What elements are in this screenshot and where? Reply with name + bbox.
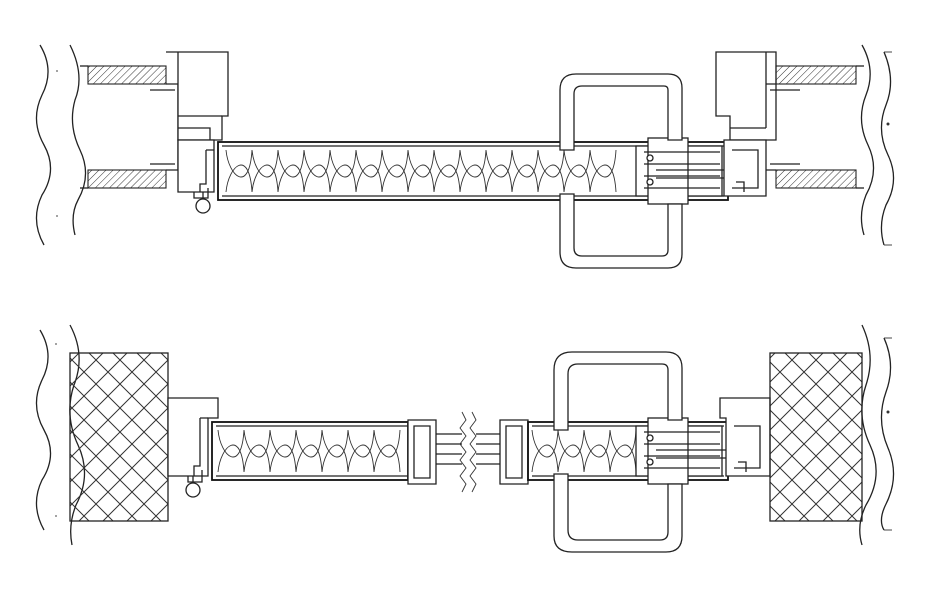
lower-lock-case [635, 417, 731, 485]
lower-right-door-frame [719, 397, 771, 477]
lower-lever-handles [553, 351, 683, 553]
insulation-wave [225, 149, 617, 178]
upper-lock-case [635, 137, 731, 205]
insulation-wave [531, 429, 637, 458]
upper-section-view [35, 44, 895, 269]
lower-right-break-lines [859, 324, 895, 546]
left-door-frame [166, 51, 229, 214]
lower-insulation-fill-left [217, 429, 401, 473]
lower-door-leaf-left [211, 419, 462, 485]
left-masonry-wall [69, 352, 169, 522]
lower-insulation-fill-right [531, 429, 637, 473]
right-wall-break-lines [860, 44, 895, 246]
insulation-wave [225, 164, 617, 193]
lower-left-door-frame [167, 397, 219, 498]
insulation-wave [531, 444, 637, 473]
left-hollow-wall [80, 65, 179, 189]
insulation-wave [217, 444, 401, 473]
lower-leaf-break-marks [459, 411, 477, 493]
right-masonry-wall [769, 352, 863, 522]
insulation-wave [217, 429, 401, 458]
upper-insulation-fill [225, 149, 617, 193]
lower-section-view [35, 324, 895, 553]
right-door-frame [715, 51, 777, 197]
lower-left-hinge-knuckle [185, 482, 201, 498]
right-hollow-wall [766, 65, 864, 189]
left-hinge-knuckle [195, 198, 211, 214]
left-wall-break-lines [35, 44, 87, 246]
upper-lever-handles [559, 73, 683, 269]
